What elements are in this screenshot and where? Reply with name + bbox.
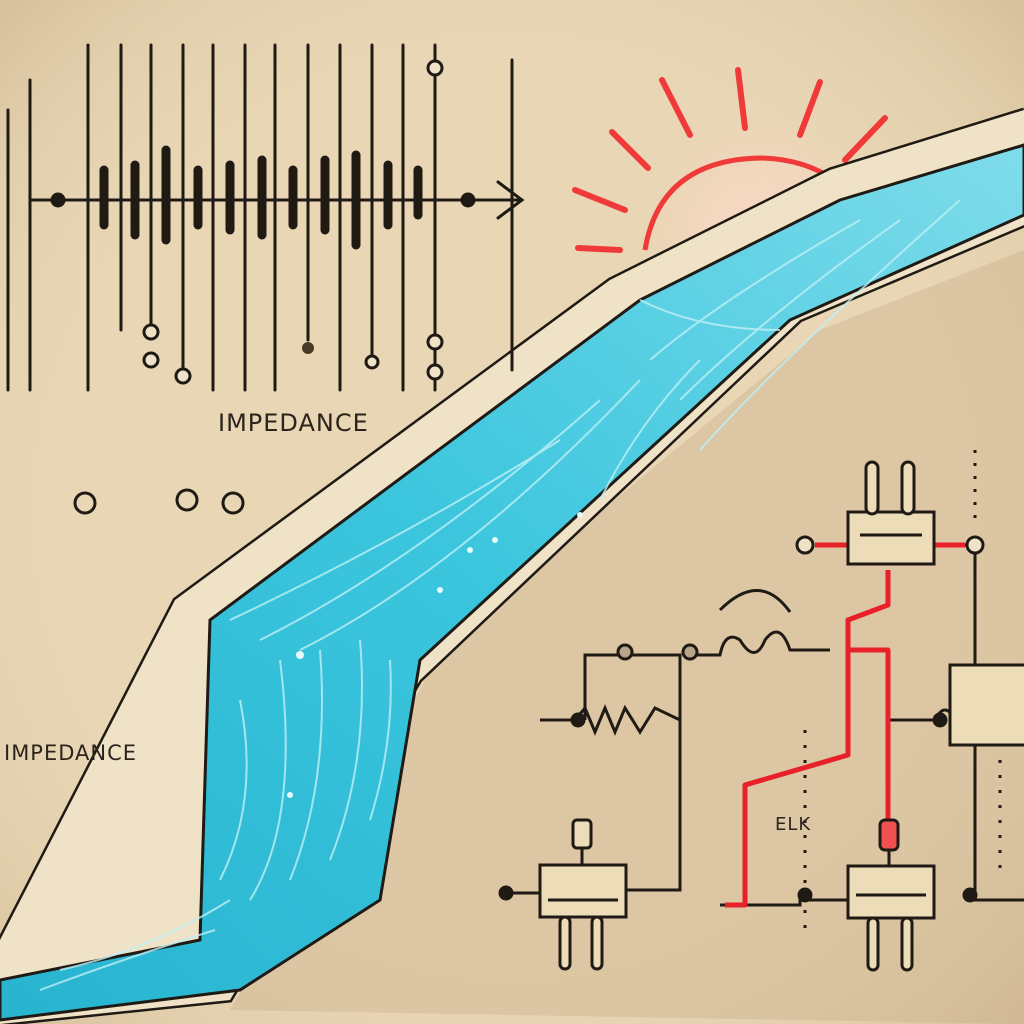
water-flow <box>0 143 1024 1022</box>
circuit-red-wires <box>725 542 965 908</box>
circuit-node <box>962 887 978 903</box>
circuit-node <box>681 643 699 661</box>
circuit-wire-bottom <box>720 898 850 907</box>
circuit-node <box>570 712 586 728</box>
circuit-node <box>965 535 985 555</box>
component-right-edge <box>948 663 1024 747</box>
signal-start-node <box>50 192 66 208</box>
channel-shadow <box>230 250 1024 1024</box>
circuit-wire-resistor-loop <box>690 630 830 657</box>
sun-rays <box>572 67 923 253</box>
component-bottom-right <box>846 818 936 972</box>
signal-lines <box>6 43 514 392</box>
water-channel <box>0 107 1024 1024</box>
loose-nodes <box>73 488 245 515</box>
water-ripples <box>39 199 961 991</box>
circuit-components <box>538 460 1024 972</box>
circuit-node <box>932 712 948 728</box>
signal-arrow-head <box>496 180 525 220</box>
signal-terminals <box>142 59 444 385</box>
signal-pulses <box>99 145 423 250</box>
water-bubbles <box>287 512 583 798</box>
circuit-node <box>616 643 634 661</box>
signal-strip <box>6 43 525 392</box>
circuit-node <box>795 535 815 555</box>
circuit-wire-mid <box>625 720 682 892</box>
impedance-label-left: IMPEDANCE <box>4 741 138 765</box>
impedance-label-top: IMPEDANCE <box>218 409 369 437</box>
signal-end-node <box>460 192 476 208</box>
component-top <box>846 460 936 566</box>
circuit-node <box>498 885 514 901</box>
circuit-wire-arc <box>718 589 792 613</box>
component-bottom-left <box>538 818 628 971</box>
circuit-label: ELK <box>775 814 812 835</box>
